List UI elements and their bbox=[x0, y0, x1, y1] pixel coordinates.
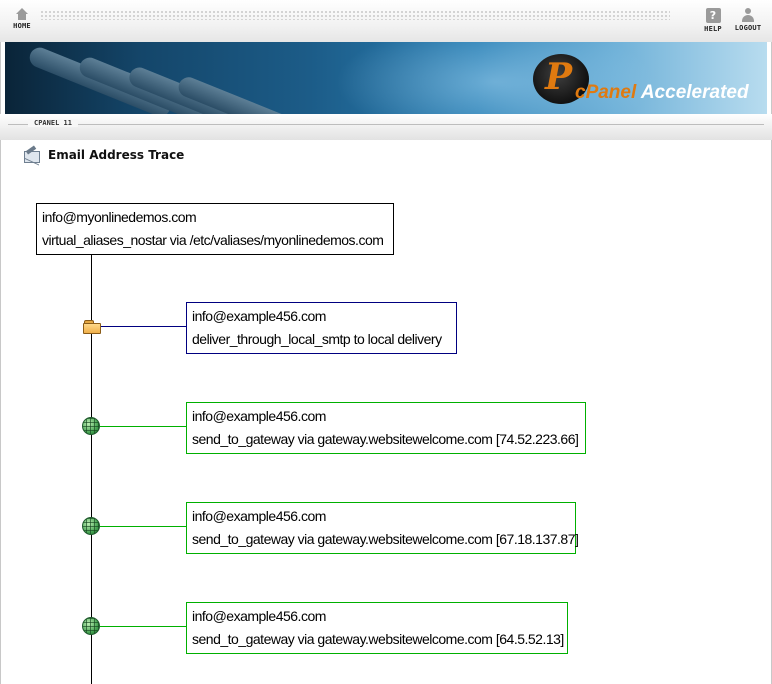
envelope-icon bbox=[24, 151, 40, 163]
root-route: virtual_aliases_nostar via /etc/valiases… bbox=[42, 232, 384, 248]
trace-node-gateway: info@example456.com send_to_gateway via … bbox=[186, 402, 586, 454]
home-icon bbox=[15, 8, 29, 20]
node-address: info@example456.com bbox=[192, 508, 326, 524]
logout-icon bbox=[741, 8, 755, 22]
trace-node-gateway: info@example456.com send_to_gateway via … bbox=[186, 602, 568, 654]
trace-connector bbox=[100, 326, 186, 327]
banner-glow bbox=[335, 42, 655, 114]
page-title: Email Address Trace bbox=[48, 148, 185, 162]
node-address: info@example456.com bbox=[192, 308, 326, 324]
globe-icon bbox=[82, 417, 100, 435]
cpanel-logo-icon: P bbox=[533, 54, 589, 104]
folder-icon bbox=[83, 320, 101, 334]
node-route: send_to_gateway via gateway.websitewelco… bbox=[192, 431, 579, 447]
trace-node-local: info@example456.com deliver_through_loca… bbox=[186, 302, 457, 354]
strip-divider bbox=[8, 124, 764, 125]
trace-connector bbox=[100, 426, 186, 427]
globe-icon bbox=[82, 617, 100, 635]
top-nav: HOME ? HELP LOGOUT bbox=[0, 0, 772, 42]
root-address: info@myonlinedemos.com bbox=[42, 209, 197, 225]
logo-accelerated: Accelerated bbox=[636, 82, 749, 103]
help-button[interactable]: ? HELP bbox=[695, 8, 731, 33]
logo-cpanel: cPanel bbox=[575, 82, 637, 103]
logout-button[interactable]: LOGOUT bbox=[730, 8, 766, 32]
node-address: info@example456.com bbox=[192, 408, 326, 424]
version-label: CPANEL 11 bbox=[28, 119, 78, 127]
node-route: deliver_through_local_smtp to local deli… bbox=[192, 331, 442, 347]
trace-root-box: info@myonlinedemos.com virtual_aliases_n… bbox=[36, 203, 394, 255]
version-strip: CPANEL 11 bbox=[0, 114, 772, 140]
trace-connector bbox=[100, 626, 186, 627]
home-button[interactable]: HOME bbox=[4, 8, 40, 30]
node-route: send_to_gateway via gateway.websitewelco… bbox=[192, 631, 564, 647]
trace-trunk-line bbox=[91, 254, 92, 684]
node-route: send_to_gateway via gateway.websitewelco… bbox=[192, 531, 579, 547]
trace-connector bbox=[100, 526, 186, 527]
node-address: info@example456.com bbox=[192, 608, 326, 624]
help-icon: ? bbox=[705, 8, 721, 23]
globe-icon bbox=[82, 517, 100, 535]
trace-node-gateway: info@example456.com send_to_gateway via … bbox=[186, 502, 579, 554]
cpanel-logo-text: cPanel Accelerated bbox=[575, 82, 749, 104]
help-label: HELP bbox=[704, 25, 722, 33]
header-banner: P cPanel Accelerated bbox=[5, 42, 767, 114]
nav-dots bbox=[40, 10, 670, 20]
home-label: HOME bbox=[13, 22, 31, 30]
logout-label: LOGOUT bbox=[734, 24, 762, 32]
